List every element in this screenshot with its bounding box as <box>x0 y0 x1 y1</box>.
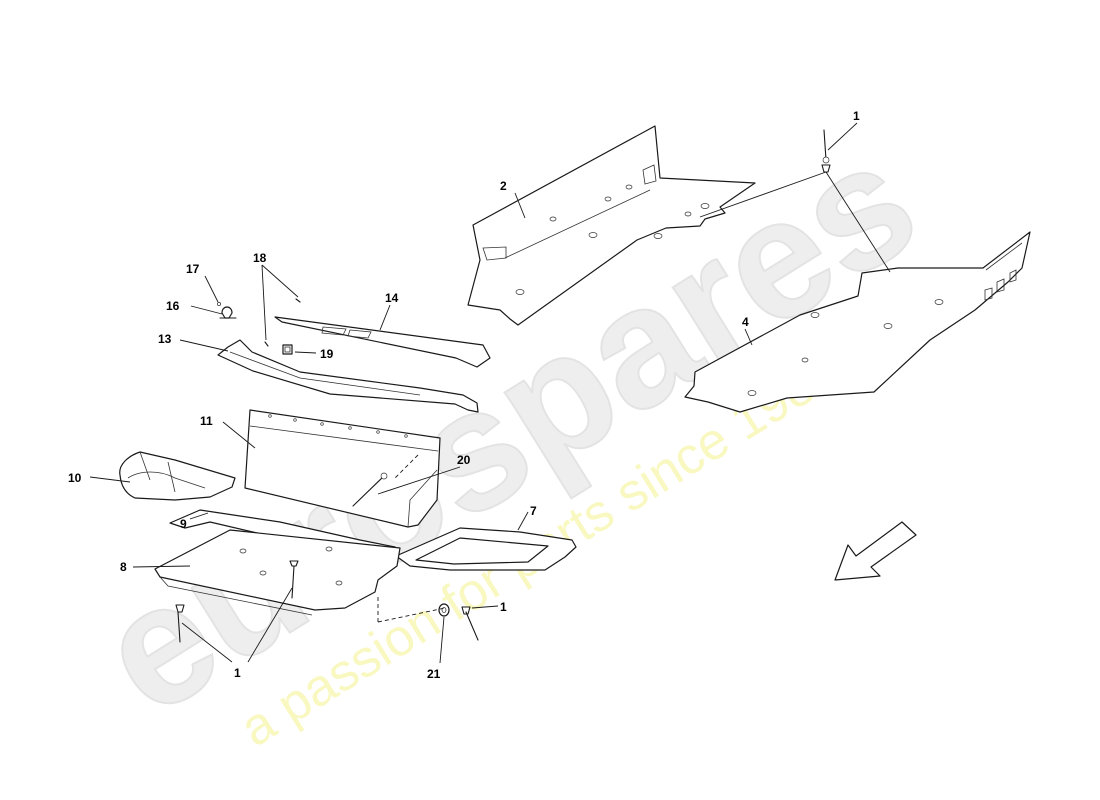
callout-2: 2 <box>500 179 507 193</box>
callout-20: 20 <box>457 453 471 467</box>
callout-16: 16 <box>166 299 180 313</box>
callout-19: 19 <box>320 347 334 361</box>
part-14-trim <box>274 316 491 368</box>
front-direction-arrow-icon <box>834 521 917 581</box>
callout-14: 14 <box>385 291 399 305</box>
part-7-frame <box>395 527 577 571</box>
callout-17: 17 <box>186 262 200 276</box>
part-20-fastener <box>352 472 388 507</box>
part-8-panel <box>154 529 401 616</box>
callout-9: 9 <box>180 517 187 531</box>
part-4-panel <box>684 231 1031 413</box>
part-17-screw <box>217 302 221 306</box>
assembly-dashed-lines <box>377 454 446 623</box>
callout-labels: 1 2 4 17 18 16 14 13 19 11 20 10 9 7 8 1… <box>68 109 860 681</box>
callout-1-top: 1 <box>853 109 860 123</box>
callout-18: 18 <box>253 251 267 265</box>
part-11-bulkhead <box>244 409 441 528</box>
part-19-grommet <box>282 344 293 355</box>
callout-1-right: 1 <box>500 600 507 614</box>
part-1-fasteners-bottom <box>175 560 479 643</box>
callout-13: 13 <box>158 332 172 346</box>
callout-7: 7 <box>530 504 537 518</box>
part-13-trim <box>217 339 479 413</box>
part-1-fastener-top <box>699 129 891 273</box>
part-18-clips <box>264 298 301 347</box>
watermark: eurospares a passion for parts since 198… <box>68 104 948 759</box>
part-21-nut <box>438 603 450 617</box>
part-2-panel <box>467 125 756 326</box>
part-10-duct <box>119 451 236 501</box>
part-16-clip <box>219 306 237 319</box>
callout-1-bottom: 1 <box>234 666 241 680</box>
callout-21: 21 <box>427 667 441 681</box>
callout-11: 11 <box>200 414 213 428</box>
callout-8: 8 <box>120 560 127 574</box>
leader-lines <box>89 122 858 664</box>
callout-10: 10 <box>68 471 82 485</box>
callout-4: 4 <box>742 315 749 329</box>
